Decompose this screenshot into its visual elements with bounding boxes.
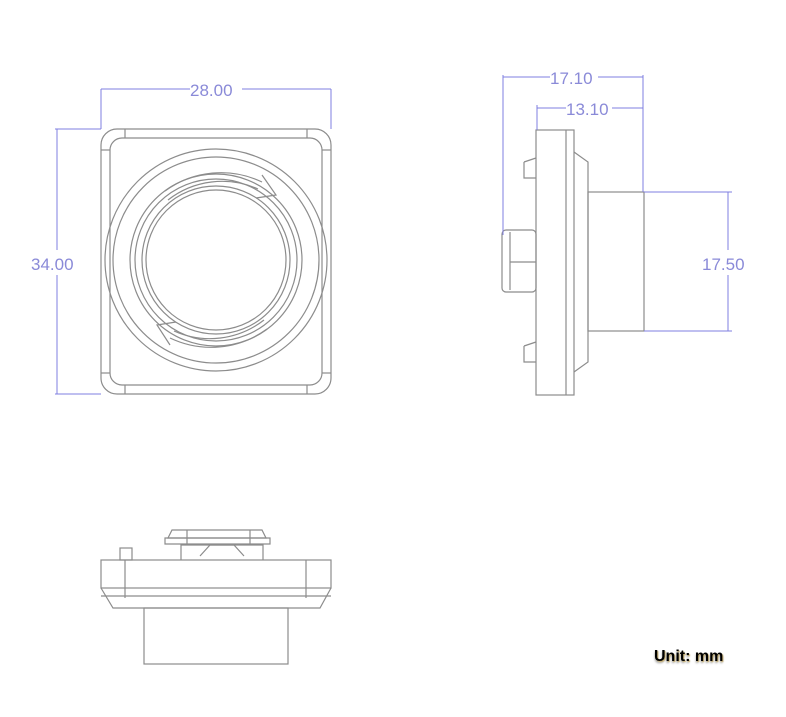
front-dimensions — [55, 88, 332, 395]
barrel-height-dimension-label: 17.50 — [702, 255, 745, 274]
side-view — [501, 129, 645, 396]
unit-label: Unit: mm — [654, 648, 724, 665]
overall-depth-dimension-label: 17.10 — [550, 69, 593, 88]
width-dimension-label: 28.00 — [190, 81, 233, 100]
front-view — [100, 128, 332, 395]
side-dimensions — [502, 75, 732, 332]
height-dimension-label: 34.00 — [31, 255, 74, 274]
bottom-view — [100, 529, 332, 665]
body-depth-dimension-label: 13.10 — [566, 100, 609, 119]
